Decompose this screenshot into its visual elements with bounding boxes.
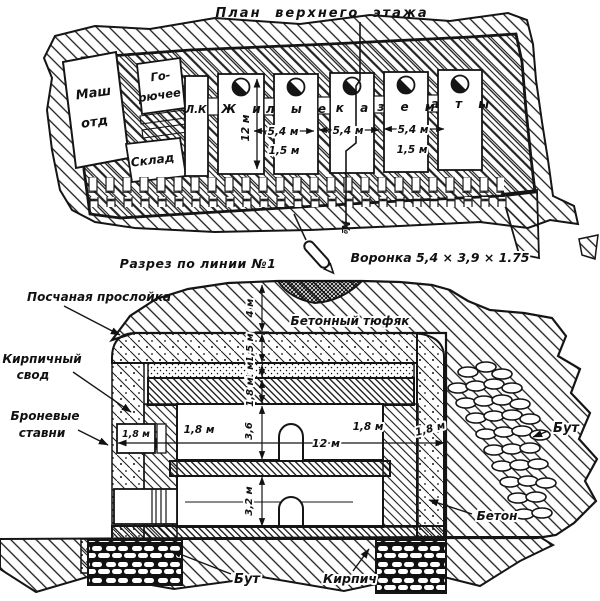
casemate-letters-2: л ы е	[266, 102, 332, 116]
room-stair	[184, 75, 209, 177]
chain-dim-vault: 1,8 м	[245, 377, 256, 406]
concrete-mattress	[111, 332, 418, 364]
foundation-bricks-left	[87, 539, 183, 586]
upper-shutter-slot	[156, 423, 167, 454]
doorway	[317, 96, 331, 115]
chain-dim-sand: 1 м	[245, 362, 256, 381]
section-line-mark: №	[339, 220, 352, 234]
upper-arch-door	[278, 423, 304, 460]
sand-layer-label: Посчаная прослойка	[27, 290, 171, 304]
fuel-room-label: рючее	[136, 85, 182, 105]
dim-span: 12 м	[312, 437, 340, 450]
sand-layer	[147, 362, 415, 379]
pier-row-lower	[86, 197, 510, 207]
plan-title: План верхнего этажа	[215, 6, 428, 21]
crater-label: Воронка 5,4 × 3,9 × 1.75	[350, 250, 529, 265]
chain-dim-mattress: 1,5 м	[245, 333, 256, 362]
chain-dim-upper-room: 3,6	[244, 422, 255, 440]
dim-pier: 1,8 м	[184, 424, 215, 436]
lower-arch-door	[278, 496, 304, 527]
section-line	[345, 22, 361, 228]
fuel-room-label: Го-	[150, 68, 172, 85]
rubble-bottom-label: Бут	[234, 572, 261, 587]
storage-room-label: Склад	[130, 150, 175, 169]
right-wall-concrete	[412, 332, 445, 539]
upper-shutter-window	[116, 423, 156, 454]
lower-shutter-mullions	[151, 489, 167, 524]
mattress-label: Бетонный тюфяк	[291, 314, 411, 328]
dimension-chain	[255, 284, 269, 527]
room-casemate-2	[273, 73, 319, 175]
plan-dim-bay-1: 5,4 м	[268, 126, 299, 138]
earth-shard	[578, 234, 599, 260]
casemate-letters-1: Ж и	[220, 102, 266, 116]
casemate-letters-4: з е м	[376, 100, 440, 114]
plan-dim-bay-2: 5,4 м	[333, 125, 364, 137]
bomb-trajectory	[293, 213, 307, 241]
plan-dim-bay-3: 5,4 м	[398, 124, 429, 136]
chain-dim-lower-room: 3,2 м	[244, 486, 255, 515]
rubble-stones	[447, 361, 557, 520]
foundation-bricks-right	[375, 539, 447, 594]
mid-floor-slab	[169, 460, 391, 477]
width-dimensions	[117, 438, 445, 448]
section-title: Разрез по линии №1	[120, 256, 277, 271]
vault-label: Кирпичный	[2, 352, 82, 366]
casemate-letters-3: к а	[336, 101, 374, 115]
shutters-label: Броневые	[11, 409, 80, 423]
brick-vault	[147, 377, 415, 406]
bomb-crater	[276, 280, 365, 305]
doorway	[207, 97, 219, 116]
rubble-right-label: Бут	[553, 421, 580, 436]
casemate-letters-5: а т ы	[431, 97, 495, 111]
doorway	[263, 97, 275, 116]
pier-row-upper	[84, 177, 504, 193]
brick-label: Кирпич	[323, 571, 377, 586]
vault-label: свод	[17, 368, 50, 382]
doorway	[373, 95, 385, 114]
plan-dim-height: 12 м	[240, 114, 252, 141]
machine-room-label: отд	[80, 113, 109, 132]
bottom-floor-slab	[111, 525, 445, 540]
room-machine	[61, 50, 131, 170]
dim-window: 1,8 м	[122, 429, 150, 440]
vent-shaft-icon	[231, 74, 470, 97]
right-wall-inner	[382, 403, 419, 528]
dim-right: 1,8 м	[353, 421, 384, 433]
callout-leaders	[63, 305, 549, 575]
concrete-label: Бетон	[477, 509, 518, 523]
machine-room-label: Маш	[75, 84, 112, 104]
plan-dim-wall-1: 1,5 м	[269, 145, 300, 157]
lower-shutter-window	[113, 488, 178, 525]
doorway	[427, 94, 439, 113]
floor-plan: № 12 м 5,4 м 5,4 м 5,4 м 1,5 м 1,5 м Пла…	[42, 6, 580, 260]
shutters-label: ставни	[19, 426, 66, 440]
chain-dim-earth: 4 м	[245, 299, 256, 319]
bomb-icon	[303, 240, 335, 275]
cross-section: 4 м 1,5 м 1 м 1,8 м 3,6 3,2 м 1,8 м 1,8 …	[0, 213, 599, 594]
plan-dim-wall-2: 1,5 м	[397, 144, 428, 156]
stair-room-label: Л.К	[184, 104, 207, 116]
